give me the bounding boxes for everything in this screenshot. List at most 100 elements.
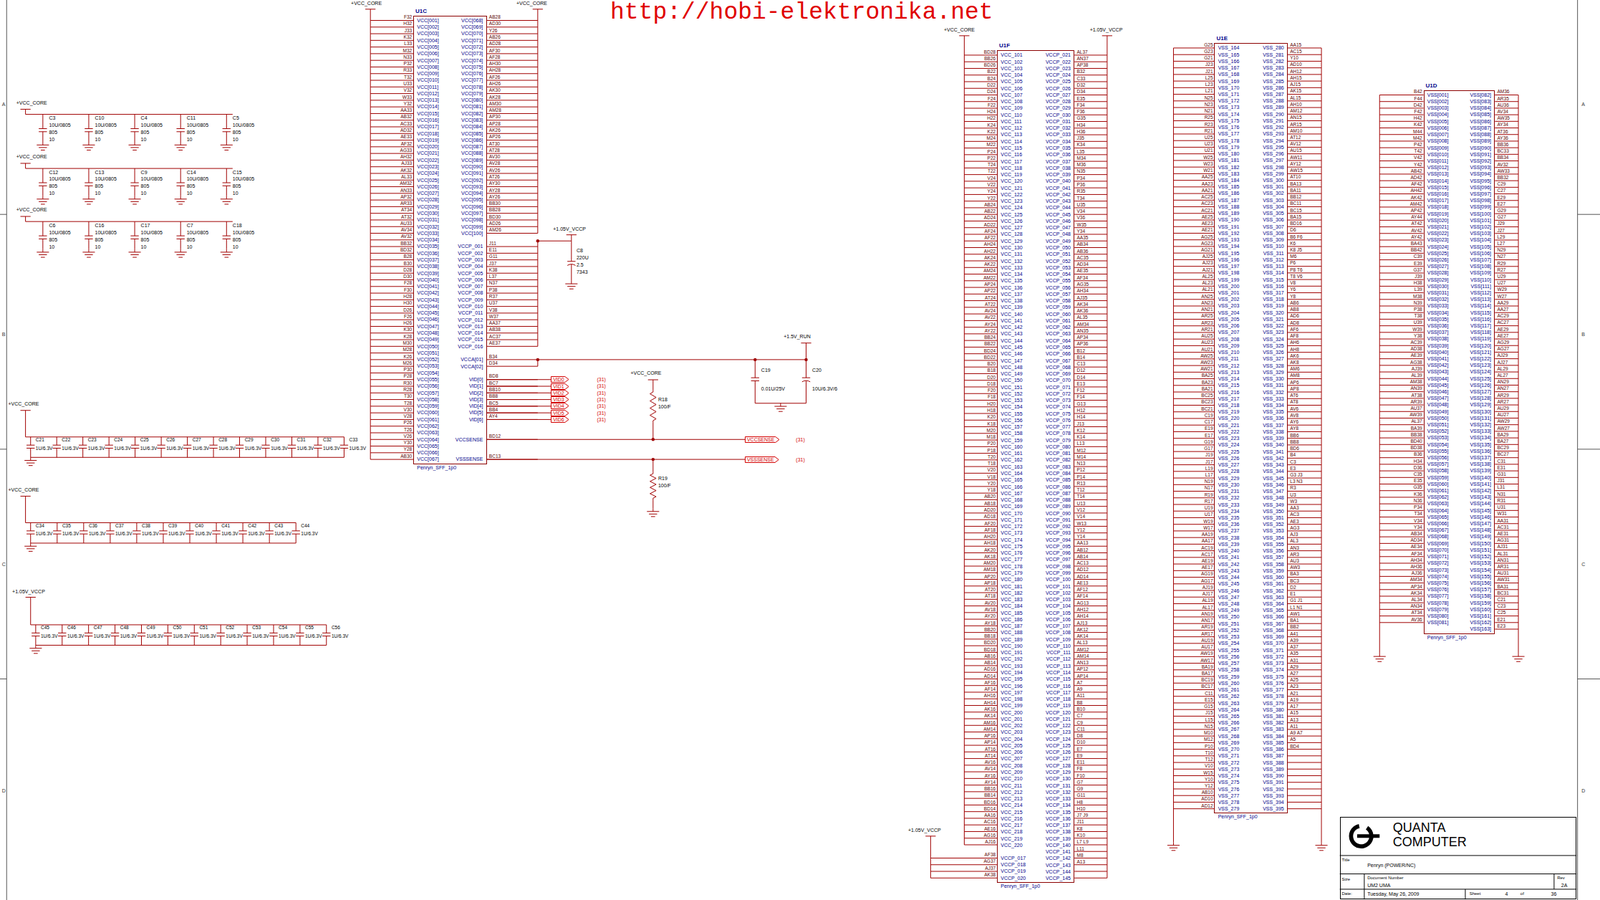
pin-stub: [1379, 516, 1424, 518]
pin-stub: [370, 199, 414, 201]
wire: [325, 624, 327, 633]
ground-symbol: [1377, 661, 1382, 662]
pin-stub: [1379, 417, 1424, 419]
ground-symbol: [86, 257, 91, 258]
signal-wire: [487, 398, 552, 400]
pin-stub: [1287, 259, 1322, 260]
pin-number-column: AF38 AG37 AJ37 AK38: [984, 850, 997, 878]
pin-stub: [1074, 466, 1108, 467]
wire: [239, 436, 240, 445]
title-block-field: 2A: [1561, 882, 1568, 888]
ground-symbol: [1169, 847, 1178, 848]
part-value: 1U/6.3V: [93, 633, 112, 639]
pin-stub: [1074, 366, 1108, 368]
pin-stub: [1494, 437, 1519, 439]
pin-stub: [964, 306, 997, 308]
pin-stub: [370, 439, 414, 440]
pin-stub: [964, 419, 997, 421]
pin-stub: [1173, 510, 1214, 512]
ground-symbol: [178, 149, 183, 151]
pin-stub: [370, 106, 414, 108]
net-label: +1.5V_RUN: [783, 333, 811, 339]
pin-stub: [1173, 398, 1214, 399]
pin-stub: [1379, 364, 1424, 366]
pin-name-column: VCC[068] VCC[069] VCC[070] VCC[071] VCC[…: [461, 17, 483, 237]
ground-symbol: [1511, 656, 1525, 657]
pin-stub: [964, 830, 997, 832]
pin-stub: [964, 359, 997, 361]
offpage-connector-shape: [551, 376, 570, 383]
pin-stub: [1173, 781, 1214, 783]
pin-stub: [964, 54, 997, 56]
pin-stub: [1379, 470, 1424, 472]
pin-stub: [1173, 140, 1214, 142]
pin-stub: [487, 186, 538, 187]
pin-stub: [1074, 253, 1108, 255]
part-reference: U1C: [415, 7, 427, 16]
pin-stub: [964, 333, 997, 334]
pin-stub: [1074, 505, 1108, 507]
pin-name-column: VCC[001] VCC[002] VCC[003] VCC[004] VCC[…: [416, 17, 439, 463]
pin-stub: [1074, 565, 1108, 567]
pin-stub: [1173, 279, 1214, 281]
pin-stub: [1494, 272, 1519, 274]
pin-stub: [1287, 212, 1322, 214]
pin-stub: [1287, 701, 1322, 703]
part-reference: U1E: [1216, 35, 1228, 43]
pin-stub: [930, 870, 997, 872]
pin-stub: [1074, 287, 1108, 288]
part-reference: C33: [349, 437, 359, 443]
part-value: 10: [141, 136, 147, 142]
pin-stub: [964, 206, 997, 208]
pin-stub: [1074, 359, 1108, 361]
capacitor-symbol: [78, 444, 87, 446]
pin-stub: [1287, 688, 1322, 690]
pin-stub: [1379, 246, 1424, 248]
pin-stub: [1074, 74, 1108, 76]
ground-symbol: [1516, 661, 1521, 662]
pin-stub: [964, 605, 997, 606]
wire: [216, 522, 218, 530]
part-value: 100/F: [658, 482, 672, 488]
wire: [186, 447, 188, 457]
pin-stub: [1494, 213, 1519, 215]
wire: [136, 533, 137, 543]
wire: [42, 185, 43, 196]
ground-symbol: [180, 141, 182, 145]
offpage-connector-shape: [551, 403, 570, 409]
wire: [265, 436, 267, 445]
pin-stub: [964, 797, 997, 799]
capacitor-symbol: [751, 377, 760, 379]
pin-stub: [1074, 843, 1108, 845]
pin-stub: [964, 340, 997, 341]
pin-stub: [964, 479, 997, 480]
pin-stub: [964, 426, 997, 427]
pin-stub: [1287, 272, 1322, 273]
pin-stub: [1074, 419, 1108, 421]
pin-stub: [1287, 623, 1322, 624]
capacitor-symbol: [158, 529, 167, 531]
pin-stub: [1287, 206, 1322, 207]
pin-stub: [1494, 444, 1519, 445]
pin-number-column: BC13: [489, 452, 501, 460]
pin-stub: [1494, 569, 1519, 571]
pin-stub: [1494, 265, 1519, 267]
capacitor-symbol: [84, 235, 93, 237]
part-reference: C43: [274, 523, 283, 529]
pin-stub: [1173, 199, 1214, 201]
pin-stub: [1074, 306, 1108, 308]
pin-stub: [1287, 503, 1322, 505]
pin-stub: [1494, 232, 1519, 234]
wire: [25, 108, 26, 114]
pin-stub: [1173, 570, 1214, 571]
pin-stub: [1287, 54, 1322, 56]
title-block-field: Document Number: [1367, 875, 1404, 880]
pin-stub: [1379, 397, 1424, 399]
ground-symbol: [33, 652, 38, 654]
pin-stub: [1074, 459, 1108, 460]
pin-stub: [1173, 497, 1214, 498]
pin-stub: [1379, 463, 1424, 465]
pin-stub: [1074, 618, 1108, 620]
pin-stub: [1074, 777, 1108, 779]
pin-stub: [487, 292, 538, 294]
